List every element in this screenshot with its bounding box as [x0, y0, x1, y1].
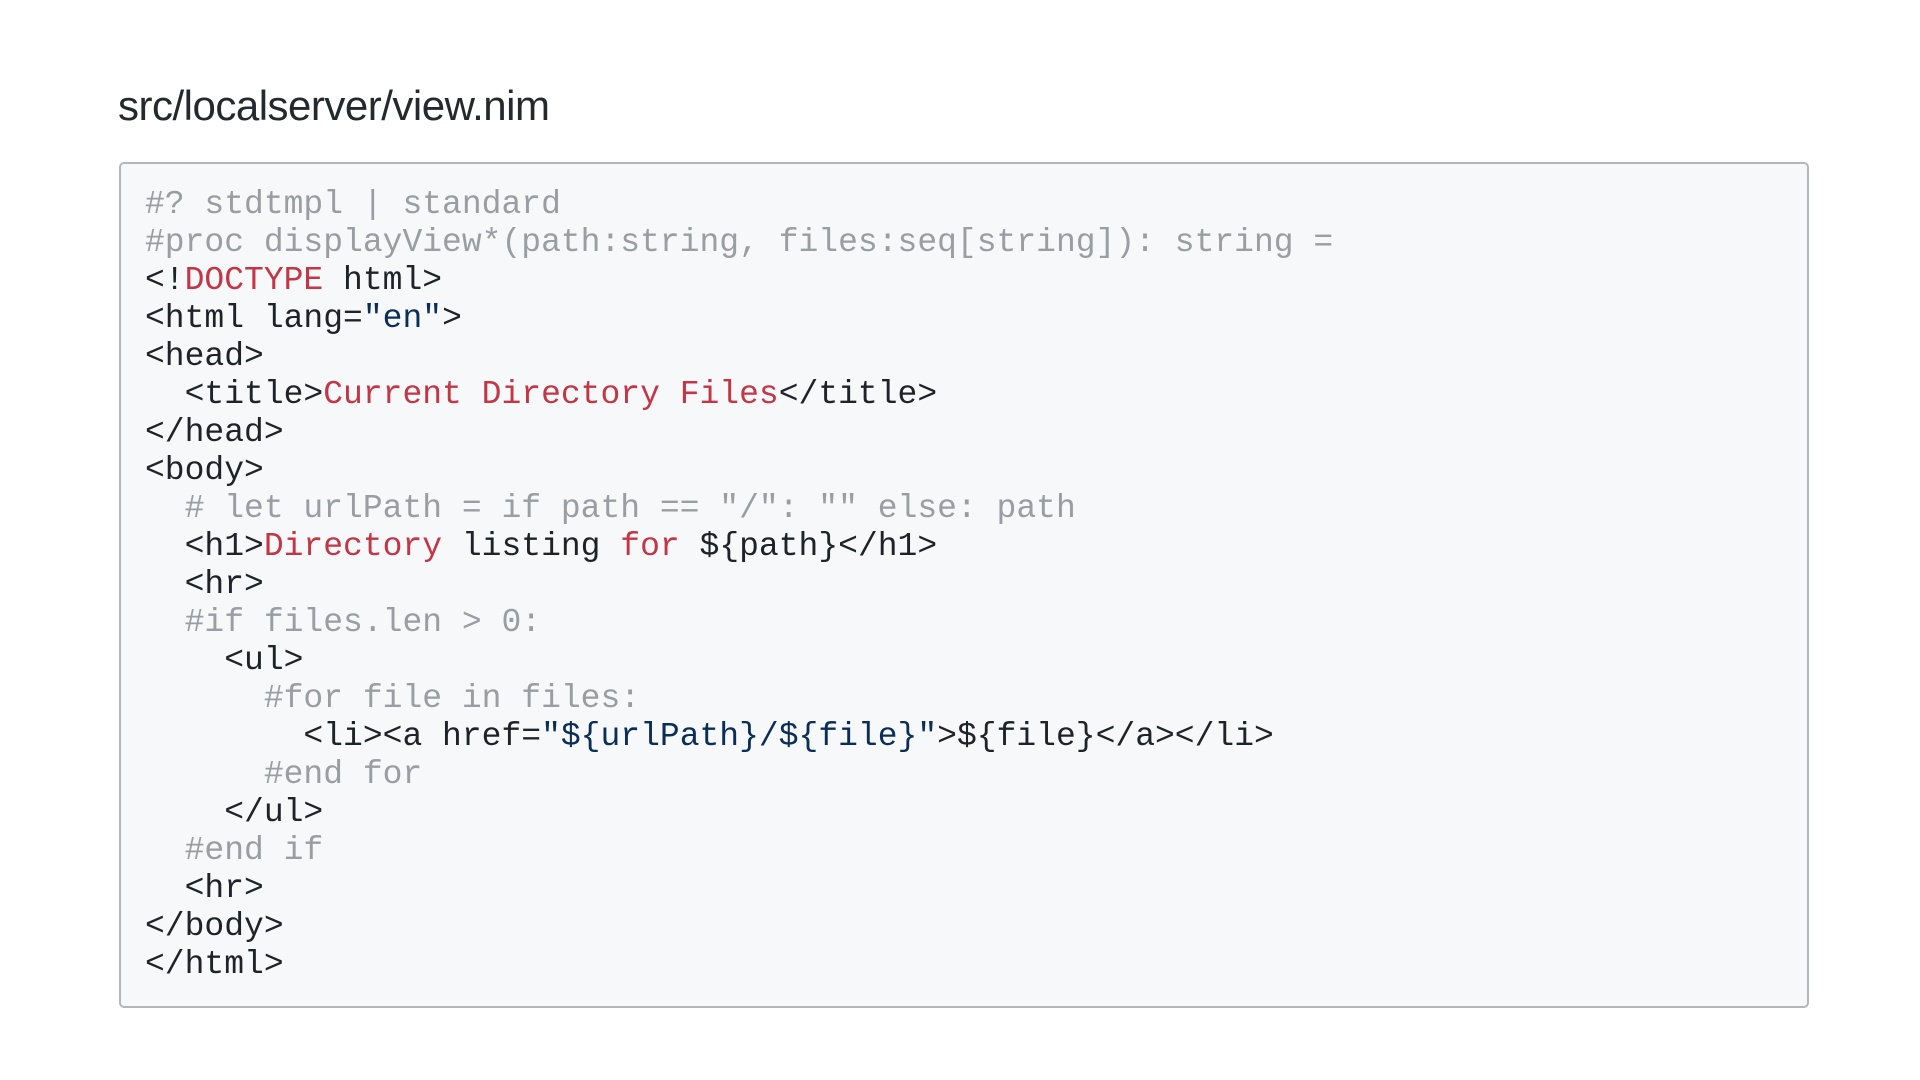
code-token-comment: #for file in files:	[145, 680, 641, 717]
code-line: #end for	[145, 756, 1807, 794]
code-token-plain: <head>	[145, 338, 264, 375]
code-line: #? stdtmpl | standard	[145, 186, 1807, 224]
code-token-plain: <html lang=	[145, 300, 363, 337]
code-line: <ul>	[145, 642, 1807, 680]
code-line: <title>Current Directory Files</title>	[145, 376, 1807, 414]
code-line: #if files.len > 0:	[145, 604, 1807, 642]
code-token-plain: </body>	[145, 908, 284, 945]
code-token-plain: </ul>	[145, 794, 324, 831]
code-token-string: "en"	[362, 300, 443, 337]
code-token-keyword: Current Directory Files	[323, 376, 779, 413]
code-token-keyword: for	[620, 528, 680, 565]
code-line: <!DOCTYPE html>	[145, 262, 1807, 300]
code-token-comment: #? stdtmpl | standard	[145, 186, 561, 223]
code-line: </body>	[145, 908, 1807, 946]
code-token-keyword: DOCTYPE	[184, 262, 324, 299]
code-token-plain: </head>	[145, 414, 284, 451]
code-line: #proc displayView*(path:string, files:se…	[145, 224, 1807, 262]
code-line: <head>	[145, 338, 1807, 376]
code-token-comment: #end if	[145, 832, 324, 869]
code-line: </html>	[145, 946, 1807, 984]
code-token-comment: #if files.len > 0:	[145, 604, 542, 641]
code-token-plain: <li><a href=	[145, 718, 542, 755]
code-line: <li><a href="${urlPath}/${file}">${file}…	[145, 718, 1807, 756]
code-block[interactable]: #? stdtmpl | standard#proc displayView*(…	[119, 162, 1809, 1008]
code-line: #for file in files:	[145, 680, 1807, 718]
code-line: <html lang="en">	[145, 300, 1807, 338]
code-token-plain: <title>	[145, 376, 324, 413]
code-token-plain: >	[442, 300, 462, 337]
code-token-plain: <!	[145, 262, 185, 299]
code-token-plain: <ul>	[145, 642, 304, 679]
code-token-plain: ${path}</h1>	[679, 528, 938, 565]
code-token-plain: </html>	[145, 946, 284, 983]
code-line: <h1>Directory listing for ${path}</h1>	[145, 528, 1807, 566]
code-line: <hr>	[145, 870, 1807, 908]
code-token-plain: <body>	[145, 452, 264, 489]
code-token-keyword: Directory	[263, 528, 443, 565]
code-token-plain: <hr>	[145, 870, 264, 907]
code-token-plain: html>	[323, 262, 443, 299]
code-token-plain: >${file}</a></li>	[937, 718, 1274, 755]
code-line: #end if	[145, 832, 1807, 870]
code-line: </ul>	[145, 794, 1807, 832]
file-path-title: src/localserver/view.nim	[118, 82, 550, 129]
code-token-plain: listing	[442, 528, 621, 565]
code-token-comment: #proc displayView*(path:string, files:se…	[145, 224, 1334, 261]
code-lines-container: #? stdtmpl | standard#proc displayView*(…	[145, 186, 1807, 984]
code-line: </head>	[145, 414, 1807, 452]
code-token-plain: <hr>	[145, 566, 264, 603]
code-token-comment: # let urlPath = if path == "/": "" else:…	[145, 490, 1076, 527]
code-token-comment: #end for	[145, 756, 423, 793]
code-token-string: "${urlPath}/${file}"	[541, 718, 938, 755]
code-line: <body>	[145, 452, 1807, 490]
code-line: # let urlPath = if path == "/": "" else:…	[145, 490, 1807, 528]
code-token-plain: </title>	[778, 376, 938, 413]
code-token-plain: <h1>	[145, 528, 264, 565]
code-line: <hr>	[145, 566, 1807, 604]
